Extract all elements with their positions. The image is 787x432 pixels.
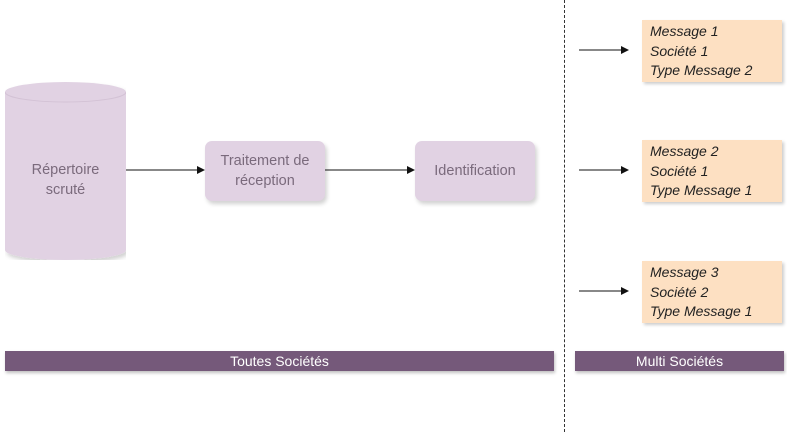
traitement-text: Traitement de réception: [220, 152, 310, 189]
message-3-name: Message 3: [650, 264, 719, 280]
repertoire-text: Répertoire scruté: [31, 162, 100, 199]
message-2-societe: Société 1: [650, 162, 709, 179]
message-1-societe: Société 1: [650, 42, 709, 59]
repertoire-label: Répertoire scruté: [5, 160, 126, 201]
traitement-node: Traitement de réception: [205, 141, 325, 201]
message-box-2: Message 2 Société 1 Type Message 1: [642, 140, 782, 202]
identification-node: Identification: [415, 141, 535, 201]
multi-societes-label: Multi Sociétés: [635, 353, 724, 369]
message-box-3: Message 3 Société 2 Type Message 1: [642, 261, 782, 323]
message-box-1: Message 1 Société 1 Type Message 2: [642, 20, 782, 82]
message-2-type: Type Message 1: [650, 182, 753, 198]
identification-text: Identification: [434, 162, 516, 179]
toutes-societes-label: Toutes Sociétés: [230, 353, 329, 369]
repository-cylinder: [5, 82, 126, 260]
message-1-name: Message 1: [650, 23, 719, 39]
multi-societes-bar: Multi Sociétés: [575, 351, 784, 371]
message-1-type: Type Message 2: [650, 62, 753, 78]
message-3-type: Type Message 1: [650, 303, 753, 319]
section-divider: [564, 0, 565, 432]
message-3-societe: Société 2: [650, 283, 709, 300]
message-2-name: Message 2: [650, 143, 719, 159]
toutes-societes-bar: Toutes Sociétés: [5, 351, 554, 371]
